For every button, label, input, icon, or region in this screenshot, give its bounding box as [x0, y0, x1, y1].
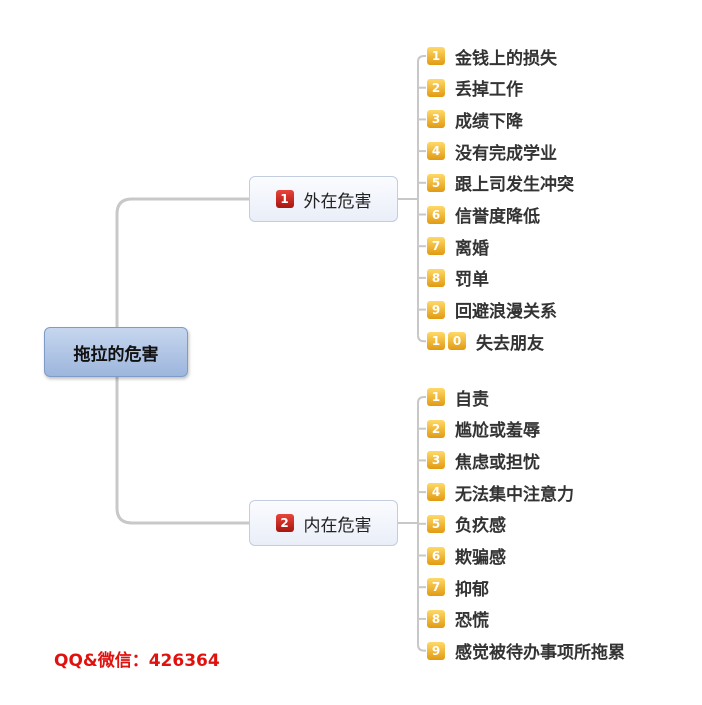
item-text: 焦虑或担忧: [455, 452, 540, 473]
item-text: 失去朋友: [476, 333, 544, 354]
number-digit-badge: 4: [427, 142, 445, 161]
item-text: 信誉度降低: [455, 207, 540, 227]
item-number-badge: 5: [427, 514, 445, 533]
list-item[interactable]: 2 丢掉工作: [427, 77, 523, 101]
list-item[interactable]: 3 焦虑或担忧: [427, 449, 540, 473]
item-text: 恐慌: [455, 611, 489, 632]
item-number-badge: 4: [427, 483, 445, 502]
root-label: 拖拉的危害: [73, 344, 159, 365]
number-digit-badge: 5: [427, 173, 445, 192]
number-digit-badge: 7: [427, 578, 445, 597]
number-digit-badge: 8: [427, 609, 445, 628]
list-item[interactable]: 1 自责: [427, 386, 489, 410]
branch-number-badge: 1: [275, 190, 294, 208]
list-item[interactable]: 6 信誉度降低: [427, 204, 540, 227]
list-item[interactable]: 4 没有完成学业: [427, 140, 557, 164]
item-text: 罚单: [455, 270, 489, 291]
number-digit-badge: 3: [427, 451, 445, 470]
list-item[interactable]: 2 尴尬或羞辱: [427, 418, 540, 442]
item-text: 自责: [455, 389, 489, 410]
number-digit-badge: 2: [427, 78, 445, 97]
item-number-badge: 3: [427, 451, 445, 470]
list-item[interactable]: 9 回避浪漫关系: [427, 299, 557, 323]
list-item[interactable]: 3 成绩下降: [427, 108, 523, 132]
list-item[interactable]: 8 罚单: [427, 267, 489, 291]
list-item[interactable]: 4 无法集中注意力: [427, 481, 574, 505]
item-text: 跟上司发生冲突: [455, 175, 574, 196]
item-text: 金钱上的损失: [455, 48, 557, 69]
item-text: 成绩下降: [455, 111, 523, 132]
number-digit-badge: 8: [427, 268, 445, 287]
list-item[interactable]: 5 跟上司发生冲突: [427, 172, 574, 196]
contact-info: QQ&微信：426364: [54, 651, 220, 671]
item-number-badge: 9: [427, 300, 445, 319]
number-digit-badge: 5: [427, 514, 445, 533]
branch-node-internal-harm[interactable]: 2 内在危害: [249, 500, 398, 546]
root-node[interactable]: 拖拉的危害: [44, 327, 188, 377]
list-item[interactable]: 7 离婚: [427, 235, 489, 259]
item-text: 抑郁: [455, 579, 489, 600]
item-number-badge: 8: [427, 609, 445, 628]
item-number-badge: 2: [427, 419, 445, 438]
item-number-badge: 4: [427, 142, 445, 161]
item-number-badge: 6: [427, 205, 445, 224]
branch-number-badge: 2: [275, 514, 294, 532]
list-item[interactable]: 5 负疚感: [427, 513, 506, 537]
connector-line: [417, 335, 426, 343]
number-digit-badge: 1: [427, 332, 445, 351]
connector-line: [417, 396, 426, 404]
number-digit-badge: 0: [448, 332, 466, 351]
connector-line: [115, 377, 249, 525]
list-item[interactable]: 9 感觉被待办事项所拖累: [427, 640, 625, 664]
branch-node-external-harm[interactable]: 1 外在危害: [249, 176, 398, 222]
number-digit-badge: 9: [427, 300, 445, 319]
item-number-badge: 1: [427, 388, 445, 406]
list-item[interactable]: 1 金钱上的损失: [427, 45, 557, 69]
list-item[interactable]: 7 抑郁: [427, 576, 489, 600]
item-number-badge: 8: [427, 268, 445, 287]
number-digit-badge: 3: [427, 110, 445, 129]
number-digit-badge: 6: [427, 205, 445, 224]
item-number-badge: 7: [427, 237, 445, 256]
number-digit-badge: 1: [427, 388, 445, 406]
branch-label: 内在危害: [303, 515, 372, 536]
item-text: 欺骗感: [455, 548, 506, 568]
item-text: 离婚: [455, 238, 489, 259]
item-number-badge: 5: [427, 173, 445, 192]
connector-line: [115, 197, 249, 327]
list-item[interactable]: 6 欺骗感: [427, 545, 506, 568]
item-number-badge: 6: [427, 546, 445, 565]
item-number-badge: 3: [427, 110, 445, 129]
number-digit-badge: 7: [427, 237, 445, 256]
number-digit-badge: 4: [427, 483, 445, 502]
number-digit-badge: 9: [427, 641, 445, 660]
item-text: 没有完成学业: [455, 143, 557, 164]
item-text: 回避浪漫关系: [455, 302, 557, 323]
number-digit-badge: 1: [427, 47, 445, 65]
connector-line: [417, 55, 426, 63]
item-number-badge: 1: [427, 47, 445, 65]
item-text: 尴尬或羞辱: [455, 421, 540, 442]
item-text: 丢掉工作: [455, 80, 523, 101]
list-item[interactable]: 8 恐慌: [427, 608, 489, 632]
item-number-badge: 9: [427, 641, 445, 660]
item-number-badge: 7: [427, 578, 445, 597]
number-digit-badge: 6: [427, 546, 445, 565]
item-text: 无法集中注意力: [455, 484, 574, 505]
branch-label: 外在危害: [303, 191, 372, 212]
connector-line: [417, 644, 426, 652]
item-text: 负疚感: [455, 516, 506, 537]
item-text: 感觉被待办事项所拖累: [455, 643, 625, 664]
number-digit-badge: 2: [427, 419, 445, 438]
item-number-badge: 2: [427, 78, 445, 97]
